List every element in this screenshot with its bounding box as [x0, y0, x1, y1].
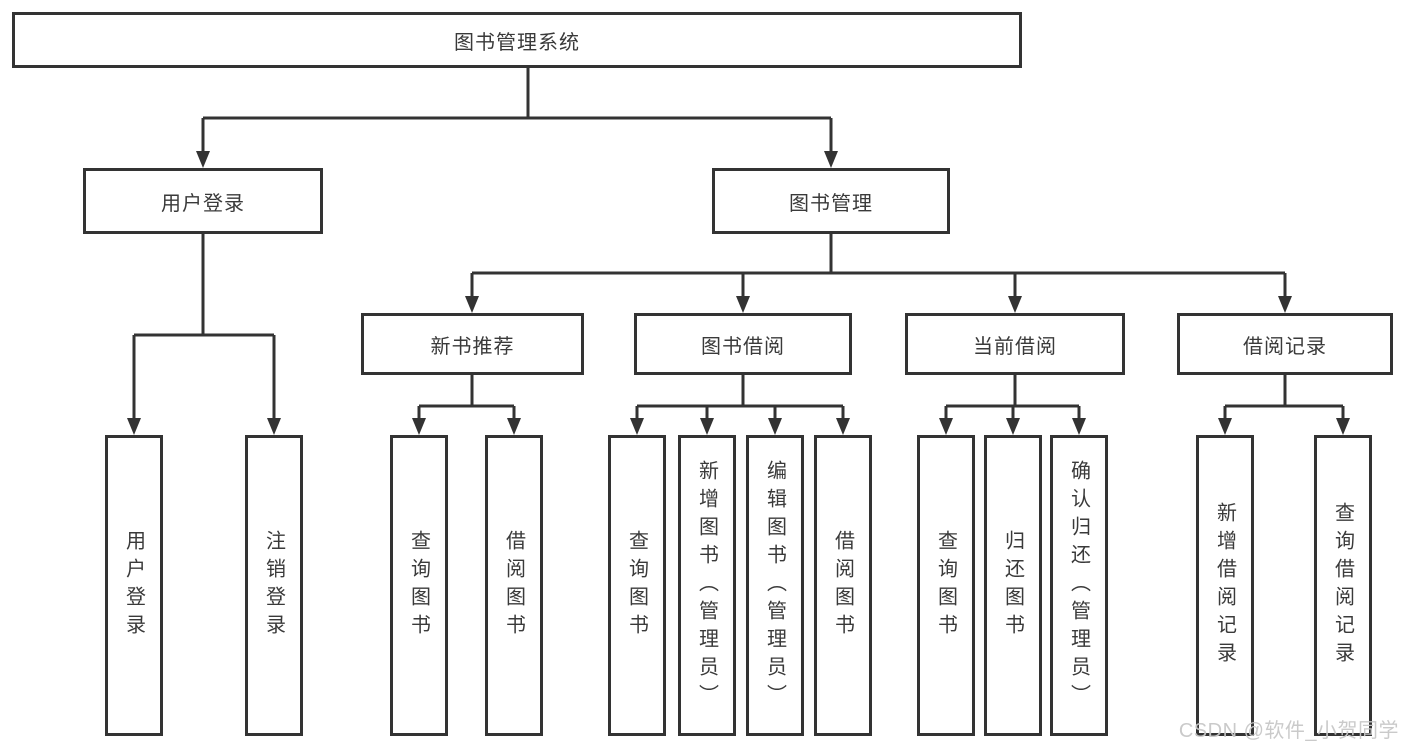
node-label: 图书借阅: [701, 335, 785, 358]
node-label: 注销登录: [262, 529, 285, 642]
arrow-down-icon: [1072, 418, 1086, 435]
arrow-down-icon: [700, 418, 714, 435]
arrow-down-icon: [412, 418, 426, 435]
arrow-down-icon: [465, 296, 479, 313]
node-leaf-recommend-query-books: 查询图书: [390, 435, 448, 736]
node-label: 借阅记录: [1243, 335, 1327, 358]
node-label: 借阅图书: [502, 529, 525, 642]
arrow-down-icon: [736, 296, 750, 313]
node-label: 新增图书（管理员）: [695, 459, 718, 712]
arrow-down-icon: [824, 151, 838, 168]
node-leaf-borrow-query-books: 查询图书: [608, 435, 666, 736]
arrow-down-icon: [1278, 296, 1292, 313]
arrow-down-icon: [1218, 418, 1232, 435]
node-label: 用户登录: [161, 192, 245, 215]
node-leaf-confirm-return-admin: 确认归还（管理员）: [1050, 435, 1108, 736]
csdn-watermark: CSDN @软件_小贺同学: [1178, 720, 1399, 742]
arrow-down-icon: [1008, 296, 1022, 313]
node-leaf-add-books-admin: 新增图书（管理员）: [678, 435, 736, 736]
node-leaf-user-login: 用户登录: [105, 435, 163, 736]
node-label: 借阅图书: [831, 529, 854, 642]
arrow-down-icon: [939, 418, 953, 435]
node-leaf-current-query-books: 查询图书: [917, 435, 975, 736]
node-label: 查询图书: [407, 529, 430, 642]
node-leaf-edit-books-admin: 编辑图书（管理员）: [746, 435, 804, 736]
node-new-book-recommend: 新书推荐: [361, 313, 584, 375]
node-label: 查询借阅记录: [1331, 501, 1354, 670]
node-label: 查询图书: [934, 529, 957, 642]
arrow-down-icon: [836, 418, 850, 435]
node-leaf-query-borrow-record: 查询借阅记录: [1314, 435, 1372, 736]
node-label: 图书管理系统: [454, 31, 580, 54]
node-label: 归还图书: [1001, 529, 1024, 642]
node-label: 新书推荐: [430, 335, 515, 358]
node-borrow-records: 借阅记录: [1177, 313, 1393, 375]
arrow-down-icon: [267, 418, 281, 435]
node-book-management: 图书管理: [712, 168, 950, 234]
node-user-login: 用户登录: [83, 168, 323, 234]
arrow-down-icon: [507, 418, 521, 435]
node-label: 确认归还（管理员）: [1067, 459, 1090, 712]
node-current-borrow: 当前借阅: [905, 313, 1125, 375]
node-leaf-logout-login: 注销登录: [245, 435, 303, 736]
arrow-down-icon: [1336, 418, 1350, 435]
arrow-down-icon: [768, 418, 782, 435]
node-leaf-add-borrow-record: 新增借阅记录: [1196, 435, 1254, 736]
arrow-down-icon: [630, 418, 644, 435]
node-leaf-return-books: 归还图书: [984, 435, 1042, 736]
node-root: 图书管理系统: [12, 12, 1022, 68]
node-label: 图书管理: [789, 192, 873, 215]
node-label: 编辑图书（管理员）: [763, 459, 786, 712]
node-book-borrow: 图书借阅: [634, 313, 852, 375]
node-label: 新增借阅记录: [1213, 501, 1236, 670]
arrow-down-icon: [1006, 418, 1020, 435]
node-leaf-borrow-books: 借阅图书: [814, 435, 872, 736]
node-label: 查询图书: [625, 529, 648, 642]
node-label: 用户登录: [122, 529, 145, 642]
arrow-down-icon: [196, 151, 210, 168]
arrow-down-icon: [127, 418, 141, 435]
node-leaf-recommend-borrow-books: 借阅图书: [485, 435, 543, 736]
node-label: 当前借阅: [973, 335, 1057, 358]
connector-path: [132, 68, 1345, 419]
